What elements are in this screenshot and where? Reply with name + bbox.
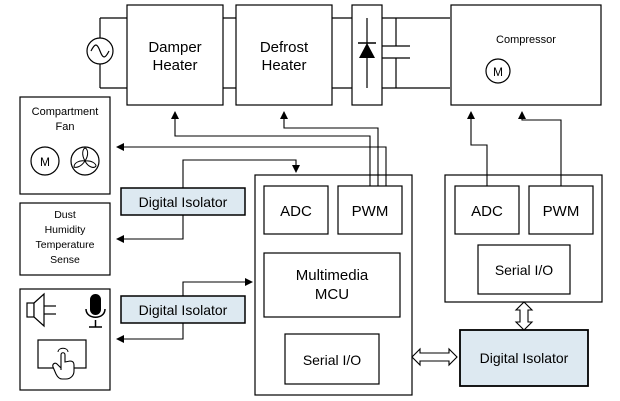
sense-label-3: Temperature [36,239,95,251]
right-pwm-to-compressor-arrow [518,111,562,186]
right-adc-block [454,185,520,235]
sense-label-1: Dust [54,209,76,221]
defrost-heater-block: Defrost Heater [235,4,333,106]
right-serial-block [477,244,571,295]
fan-icon [70,146,100,176]
digital-isolator-bottom: Digital Isolator [459,329,589,387]
serial-link-arrow [411,347,458,367]
damper-heater-block: Damper Heater [126,4,224,106]
sense-block: Dust Humidity Temperature Sense [19,202,111,276]
compressor-label: Compressor [496,34,556,46]
damper-heater-label-1: Damper [148,39,201,56]
fan-label-2: Fan [56,121,75,133]
isolator-to-audio-arrow [116,323,184,343]
mcu-label-1: Multimedia [296,267,369,284]
sense-label-4: Sense [50,254,80,266]
isolator-to-adc-arrow [182,159,300,188]
sense-label-2: Humidity [45,224,87,236]
mcu-adc-label: ADC [280,203,312,220]
damper-heater-label-2: Heater [152,57,197,74]
mcu-block: ADC PWM Multimedia MCU Serial I/O [254,174,413,396]
fan-motor-label: M [40,155,50,169]
compartment-fan-block: Compartment Fan M [19,96,111,195]
mcu-adc-block [263,185,329,235]
mcu-serial-label: Serial I/O [303,352,361,368]
mcu-core-block [263,252,401,318]
right-pwm-label: PWM [543,203,580,220]
audio-touch-block [19,288,111,391]
fan-motor-icon [30,146,60,176]
isolator-to-mcu-arrow [182,278,253,296]
ac-source-icon [86,37,114,65]
rectifier-block [351,4,383,106]
isolator-to-sense-arrow [116,215,184,243]
isolator-bottom-label: Digital Isolator [480,350,569,366]
mcu-label-2: MCU [315,286,349,303]
mcu-pwm-label: PWM [352,203,389,220]
microphone-icon [85,294,106,328]
connections [116,111,562,343]
compressor-mcu-block: ADC PWM Serial I/O [444,174,603,303]
speaker-icon [26,292,56,328]
digital-isolator-mid: Digital Isolator [120,295,246,324]
compressor-block: Compressor M [450,4,602,106]
digital-isolator-top: Digital Isolator [120,187,246,216]
touch-hand-icon [52,352,75,380]
motor-icon [485,58,511,84]
mcu-serial-block [284,333,380,385]
diode-icon [359,43,375,58]
compressor-motor-label: M [493,65,503,79]
isolator-to-right-serial-arrow [514,301,534,331]
isolator-top-label: Digital Isolator [139,194,228,210]
right-adc-label: ADC [471,203,503,220]
pwm-to-defrost-arrow [280,111,379,186]
isolator-mid-label: Digital Isolator [139,302,228,318]
right-adc-to-compressor-arrow [467,111,488,186]
right-pwm-block [528,185,594,235]
pwm-to-fan-arrow [116,143,387,186]
defrost-heater-label-1: Defrost [260,39,309,56]
pwm-to-damper-arrow [171,111,371,186]
fan-label-1: Compartment [32,106,99,118]
defrost-heater-label-2: Heater [261,57,306,74]
right-serial-label: Serial I/O [495,262,553,278]
